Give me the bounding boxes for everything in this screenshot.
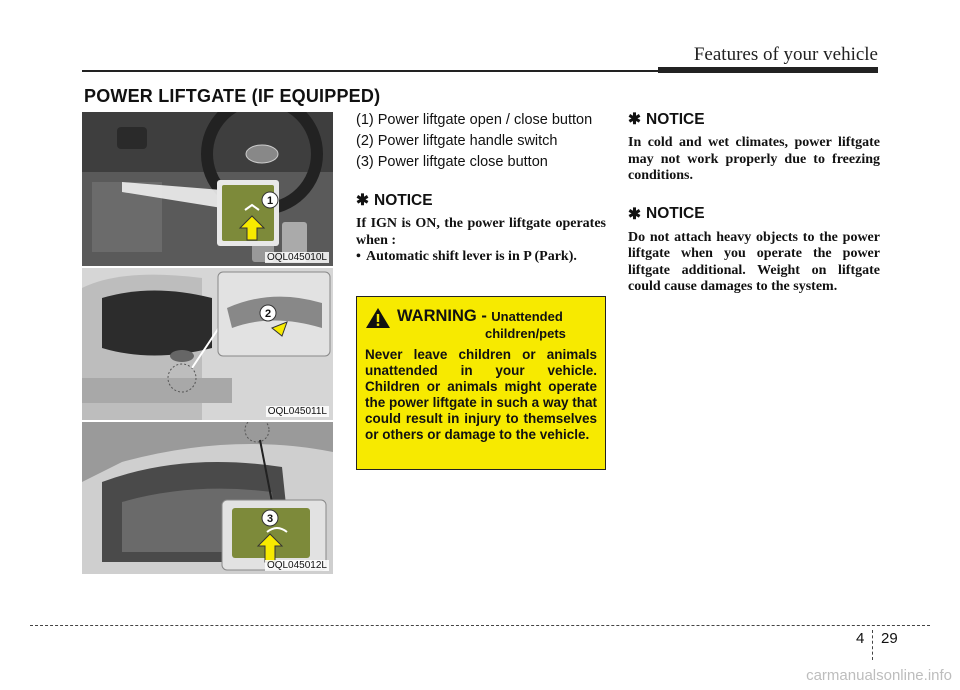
photo-code: OQL045010L: [264, 252, 329, 263]
notice-star-icon: ✱: [628, 111, 641, 128]
photo-code: OQL045012L: [264, 560, 329, 571]
callout-2: 2: [265, 308, 271, 320]
section-title: POWER LIFTGATE (IF EQUIPPED): [84, 86, 381, 106]
notice-title: NOTICE: [646, 110, 705, 128]
warning-box: WARNING - Unattended children/pets Never…: [356, 296, 606, 470]
photo-dashboard-button: 1 OQL045010L: [82, 112, 333, 266]
page-separator: [872, 630, 874, 660]
notice-title: NOTICE: [646, 205, 705, 222]
footer-rule: [30, 625, 930, 626]
notice-bullet: • Automatic shift lever is in P (Park).: [356, 249, 606, 266]
warning-triangle-icon: [366, 308, 390, 328]
list-item: (3) Power liftgate close button: [356, 154, 548, 170]
callout-3: 3: [267, 513, 273, 525]
photo-code: OQL045011L: [265, 406, 329, 417]
warning-title-block: WARNING - Unattended children/pets: [397, 307, 566, 341]
warning-subtitle-1: Unattended: [491, 309, 563, 324]
notice-bullet-text: Automatic shift lever is in P (Park).: [366, 249, 577, 264]
warning-body: Never leave children or animals unattend…: [365, 347, 597, 442]
photo-liftgate-handle: 2 OQL045011L: [82, 268, 333, 420]
notice-body: If IGN is ON, the power liftgate operate…: [356, 216, 606, 248]
notice-heading: ✱ NOTICE: [628, 205, 880, 224]
list-item: (2) Power liftgate handle switch: [356, 133, 558, 149]
header-title: Features of your vehicle: [693, 44, 878, 65]
warning-title: WARNING -: [397, 307, 487, 325]
notice-body: Do not attach heavy objects to the power…: [628, 229, 880, 295]
warning-subtitle-2: children/pets: [485, 326, 566, 341]
notice-heading: ✱ NOTICE: [628, 110, 880, 129]
warning-heading: WARNING - Unattended children/pets: [365, 307, 597, 341]
page-number: 29: [881, 630, 898, 647]
header-bar: [658, 67, 878, 73]
column-right: ✱ NOTICE In cold and wet climates, power…: [628, 110, 880, 296]
photo-liftgate-close-button: 3 OQL045012L: [82, 422, 333, 574]
notice-title: NOTICE: [374, 191, 433, 209]
notice-body: In cold and wet climates, power liftgate…: [628, 135, 880, 183]
notice-star-icon: ✱: [356, 192, 369, 209]
notice-heading: ✱ NOTICE: [356, 191, 606, 210]
page-chapter: 4: [856, 630, 865, 647]
notice-star-icon: ✱: [628, 205, 641, 223]
watermark: carmanualsonline.info: [806, 667, 952, 684]
callout-1: 1: [267, 195, 273, 207]
list-item: (1) Power liftgate open / close button: [356, 112, 593, 128]
header-rule: [82, 70, 878, 72]
bullet-icon: •: [356, 249, 361, 264]
column-middle: (1) Power liftgate open / close button (…: [356, 110, 606, 266]
